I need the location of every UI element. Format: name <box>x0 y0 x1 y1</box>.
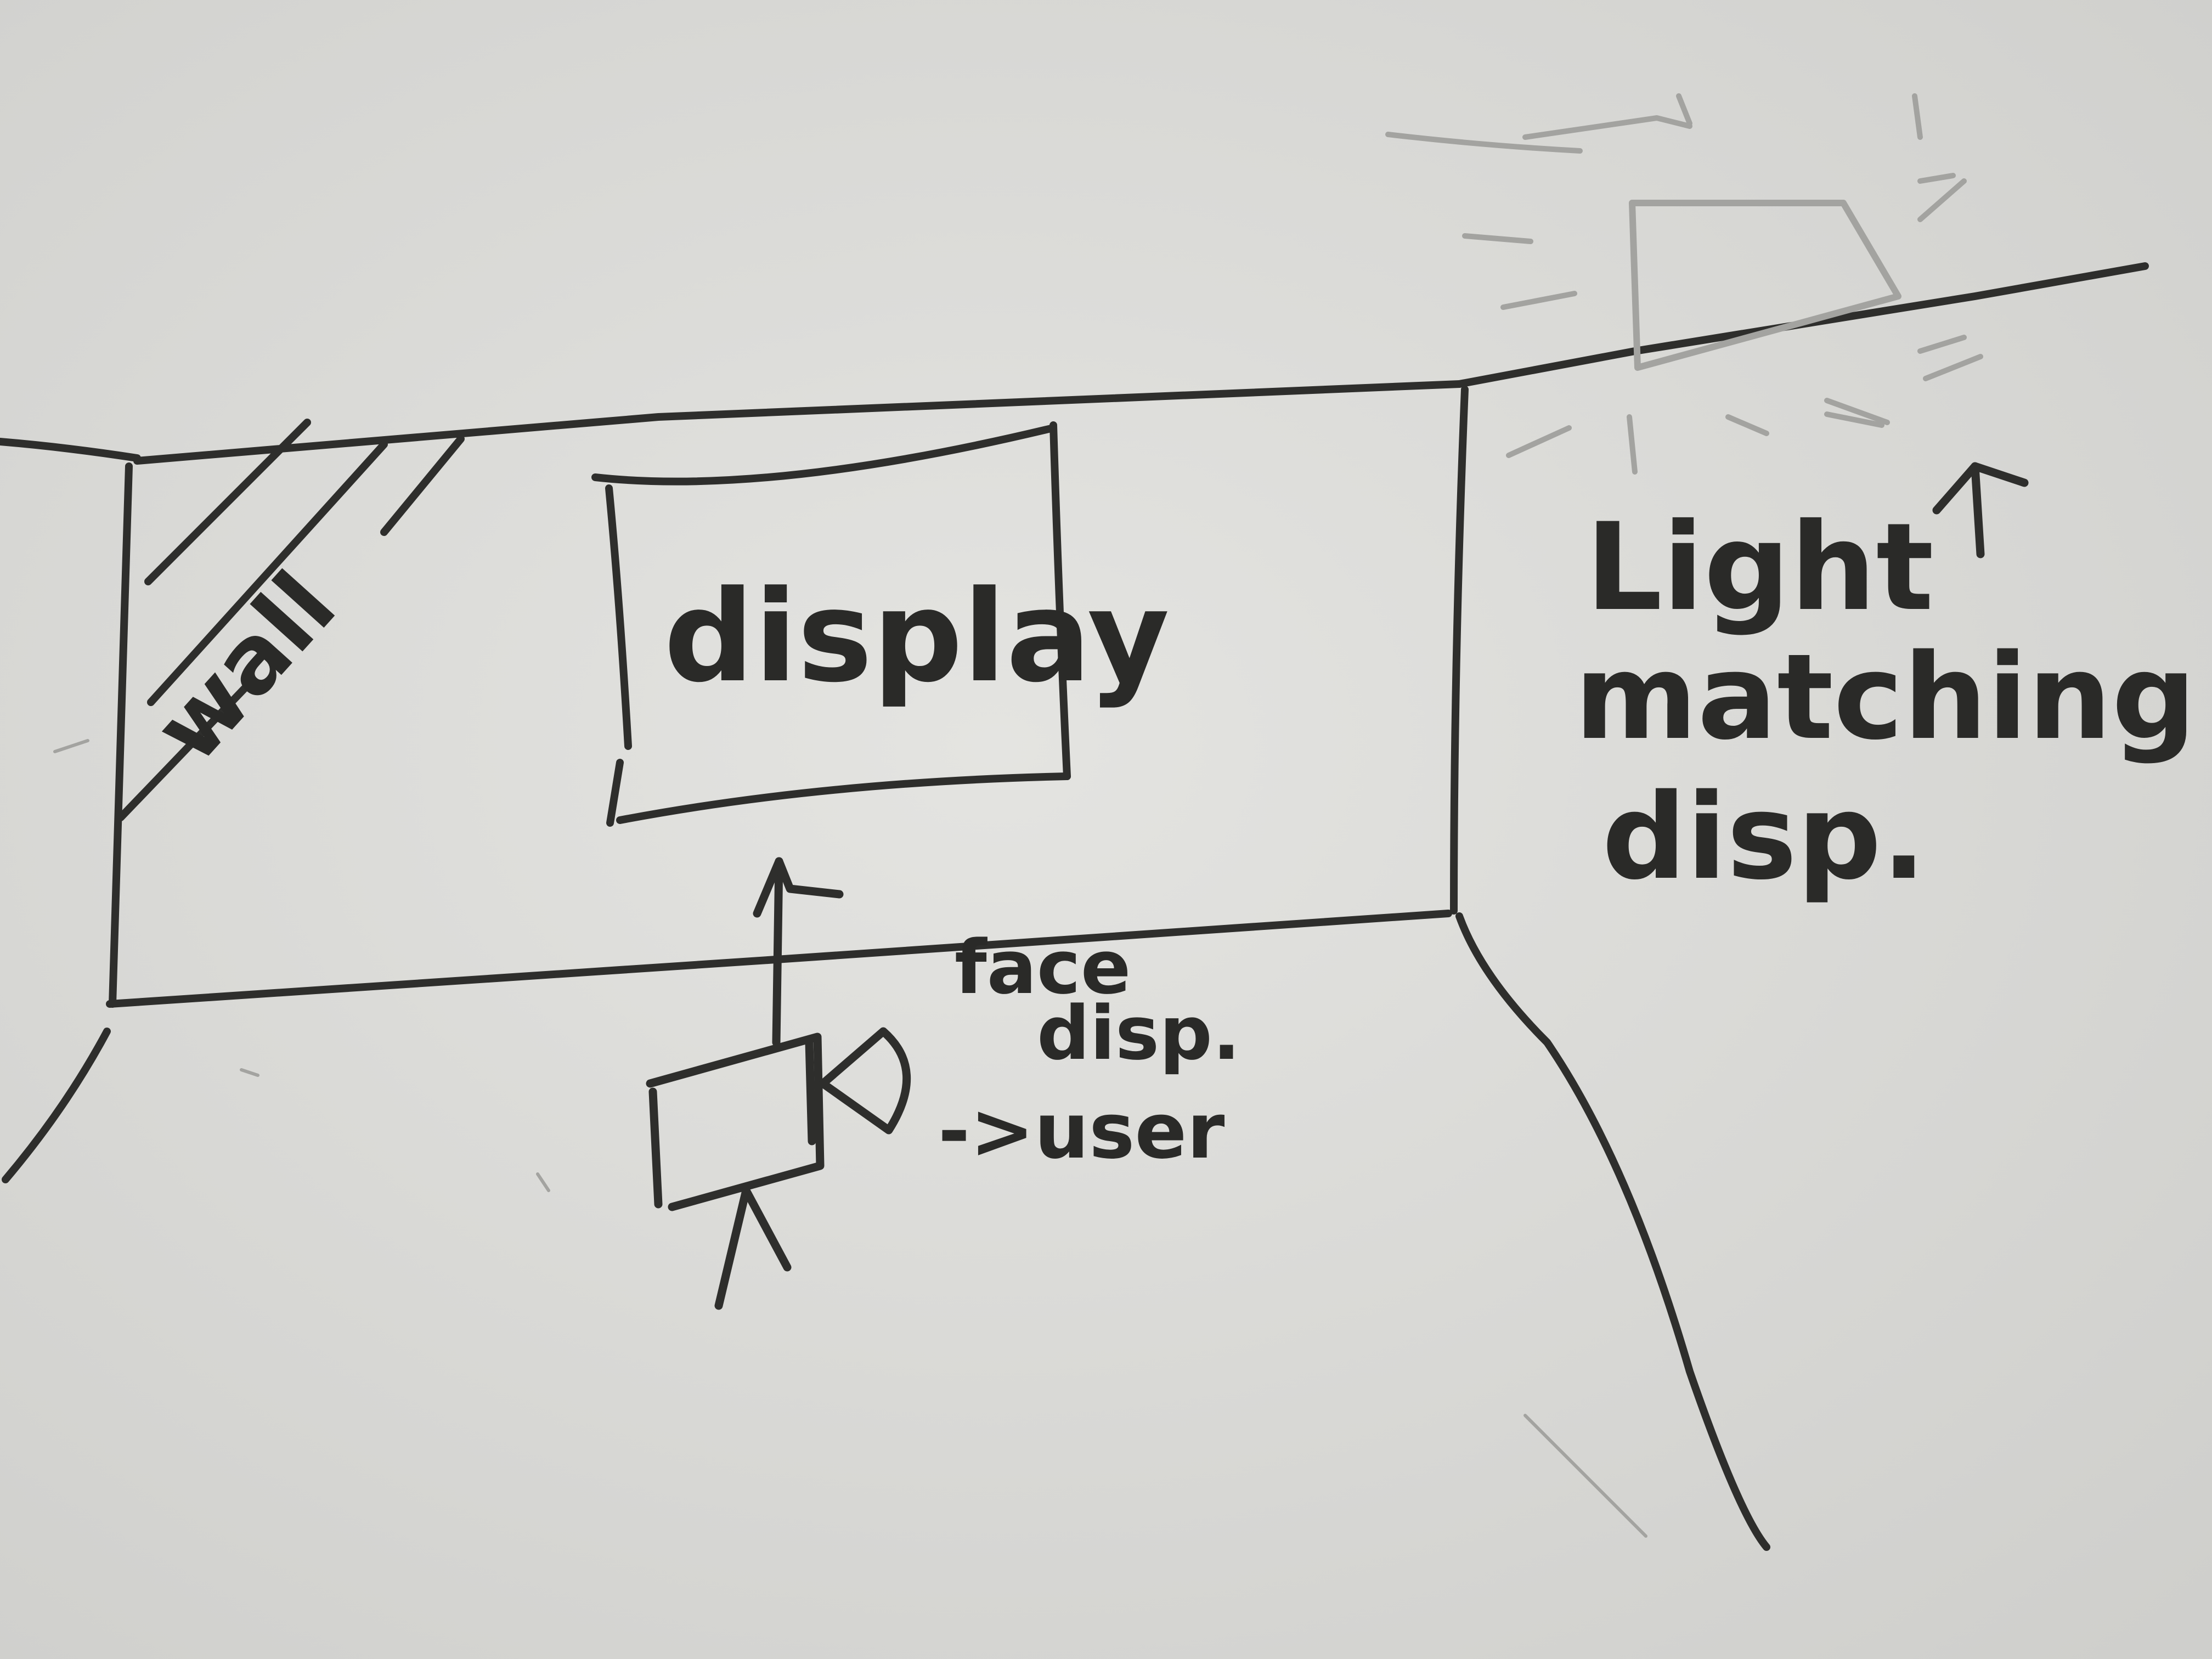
lamp-light-rays <box>1385 93 1983 475</box>
lamp-icon <box>1385 93 2029 558</box>
lamp-arrow-shaft <box>1971 462 1985 558</box>
display-frame <box>591 421 1071 827</box>
ray-14 <box>1824 398 1890 425</box>
camera-lens <box>819 1027 911 1135</box>
floor-right-line <box>1455 912 1770 1551</box>
smudge-2 <box>536 1172 550 1192</box>
ray-13 <box>1725 414 1769 436</box>
display-left-edge-lower <box>606 759 624 827</box>
ray-4 <box>1912 93 1923 140</box>
camera-label-user: ->user <box>938 1087 1224 1176</box>
ray-7 <box>1462 233 1533 244</box>
back-wall-bottom-edge <box>106 910 1452 1008</box>
ray-5 <box>1917 173 1956 184</box>
camera-lens-join <box>805 1038 816 1146</box>
camera-body <box>646 1032 825 1211</box>
camera-label-face: face <box>955 924 1131 1011</box>
camera-to-display-arrow-shaft <box>772 857 783 1047</box>
display-right-edge <box>1049 421 1071 780</box>
display-label: display <box>664 564 1170 710</box>
back-wall-left-edge <box>109 462 133 1008</box>
ray-3 <box>1676 93 1692 126</box>
hatch-line-1 <box>144 419 311 585</box>
lamp-arrow <box>1932 462 2029 558</box>
camera-body-left <box>648 1087 663 1209</box>
ray-2 <box>1522 115 1692 140</box>
ray-12 <box>1627 414 1638 475</box>
ray-15 <box>1824 411 1884 428</box>
ray-8 <box>1500 291 1577 310</box>
back-wall-top-edge <box>133 380 1463 465</box>
display-bottom-edge <box>616 772 1071 824</box>
camera-to-display-arrow-head <box>753 857 844 918</box>
ray-9 <box>1917 335 1967 354</box>
smudge-4 <box>1523 1414 1647 1538</box>
light-label-line2: matching <box>1575 628 2196 766</box>
display-left-edge <box>605 484 632 750</box>
smudge-3 <box>240 1068 259 1077</box>
camera-icon <box>646 857 911 1310</box>
ray-6 <box>1917 178 1967 222</box>
light-label-line1: Light <box>1585 497 1934 637</box>
smudge-1 <box>53 739 89 753</box>
hatch-line-4 <box>380 435 465 536</box>
hatch-line-3 <box>117 676 256 821</box>
ceiling-left-line <box>0 438 141 462</box>
wall-hatching <box>117 419 465 821</box>
ray-11 <box>1506 425 1572 458</box>
light-label-line3: disp. <box>1602 768 1926 906</box>
floor-left-line <box>2 1028 111 1183</box>
lamp-arrow-head <box>1932 462 2029 515</box>
camera-label-disp: disp. <box>1037 990 1240 1076</box>
display-top-edge <box>591 424 1057 486</box>
light-annotation: Light matching disp. <box>1575 497 2196 906</box>
camera-stand <box>714 1186 792 1310</box>
hatch-line-2 <box>147 441 388 706</box>
ray-1 <box>1385 132 1583 154</box>
ray-10 <box>1923 354 1983 381</box>
lamp-shade <box>1629 200 1901 371</box>
back-wall-right-edge <box>1450 386 1469 915</box>
smudges <box>53 739 1647 1538</box>
camera-annotation: face disp. ->user <box>938 924 1240 1176</box>
